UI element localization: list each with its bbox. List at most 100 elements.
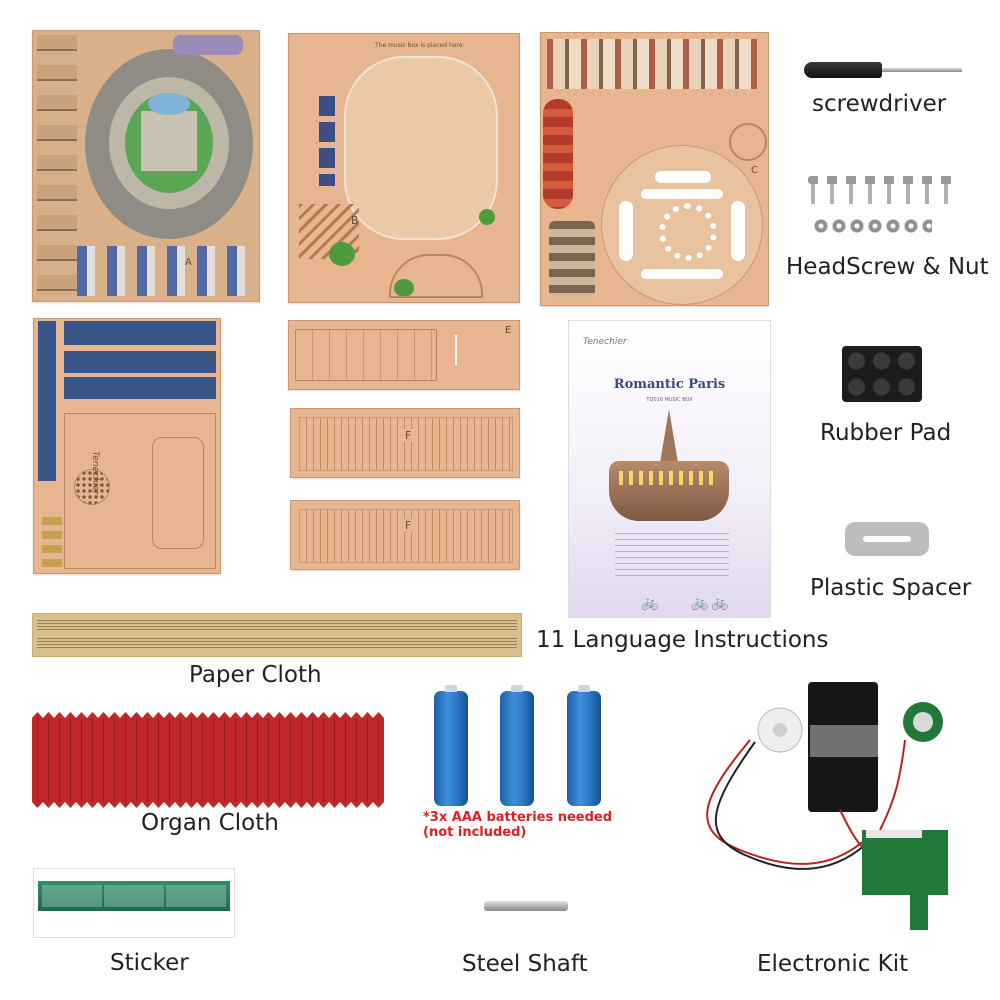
steel-shaft-label: Steel Shaft [462,951,588,977]
garden-path [141,111,197,171]
slot-top [655,171,711,183]
screw-icon [808,176,960,184]
wood-sheet-d: Tenechier D [33,318,221,574]
music-box-image [609,461,729,521]
red-awning [543,99,573,209]
booklet-title: Romantic Paris [613,377,726,392]
sticker-panels [42,885,226,907]
building-strip [37,35,77,295]
battery-note-line1: *3x AAA batteries needed [423,810,613,825]
navy-panel-1 [38,321,56,481]
instruction-booklet: Tenechier Romantic Paris TQ016 MUSIC BOX… [568,320,771,618]
bike-icon: 🚲 [711,595,729,611]
cut-pattern [299,509,513,563]
headscrew-label: HeadScrew & Nut [786,254,989,280]
plastic-spacer-image [845,522,929,556]
wire-bundle [706,739,866,865]
cut-pattern [299,417,513,471]
navy-panel-2 [64,321,216,345]
plastic-spacer-label: Plastic Spacer [810,575,972,601]
speaker-cone [913,712,933,732]
figure-group [549,221,595,297]
gold-pieces [42,517,62,567]
screws-image [808,176,961,206]
motor-hub [773,723,787,737]
carousel-strip [547,39,757,89]
sticker-label: Sticker [110,950,189,976]
slot-left [619,201,633,261]
organ-edge [32,802,384,808]
battery-cap [445,685,457,692]
tree-1 [329,242,355,266]
speaker-grille [74,469,110,505]
navy-panel-4 [64,377,216,399]
sheet-brand: Tenechier [90,451,100,495]
organ-cloth-image [32,712,384,808]
electronic-kit-label: Electronic Kit [757,951,909,977]
pad-bumps [844,348,920,400]
window-cut [455,335,457,365]
electronic-kit-image [706,682,948,930]
sheet-code: E [505,325,512,336]
music-staff [37,620,517,632]
wood-sheet-b: The music box is placed here B [288,33,520,303]
oval-platform [344,56,498,240]
rubber-pad-label: Rubber Pad [820,420,952,446]
slot-top2 [641,189,723,199]
booklet-model: TQ016 MUSIC BOX [646,397,693,403]
sheet-code: C [751,165,758,176]
wood-sheet-e: E [288,320,520,390]
language-list [615,533,729,577]
sticker-image [33,868,235,938]
wood-sheet-f1: F [290,408,520,478]
battery-3 [567,685,601,806]
pcb-board [862,830,948,930]
battery-note: *3x AAA batteries needed (not included) [423,810,612,840]
screwdriver-image [804,60,962,80]
battery-cutout [152,437,204,549]
battery-1 [434,685,468,806]
garden-pond [148,93,190,115]
tree-3 [479,209,495,225]
sheet-code: A [185,257,192,268]
battery-cap [578,685,590,692]
organ-edge [32,712,384,718]
steel-shaft-image [484,901,568,911]
wood-sheet-c: C [540,32,769,306]
organ-cloth-label: Organ Cloth [141,810,279,836]
screwdriver-handle [804,62,882,78]
screw-threads [811,184,961,204]
wire-bundle [714,741,866,870]
rubber-pad-image [842,346,922,402]
sheet-code: D [204,349,213,362]
building-row [77,246,253,296]
music-staff [37,638,517,650]
sheet-code: B [351,214,359,227]
battery-note-line2: (not included) [423,825,527,840]
sheet-code: F [403,429,414,442]
spacer-slot [863,536,911,542]
screwdriver-shaft [882,68,962,72]
nuts-image [812,218,932,234]
screwdriver-label: screwdriver [812,91,947,117]
paper-cloth-image [32,613,522,657]
battery-holder-tape [810,725,878,757]
organ-zigzag [32,712,384,808]
wood-sheet-f2: F [290,500,520,570]
bike-icon: 🚲 [691,595,709,611]
wire-bundle [879,739,906,831]
tower-arches [389,254,483,298]
music-box-lights [619,471,719,485]
purple-flowers [173,35,243,55]
slot-right [731,201,745,261]
slot-bottom [641,269,723,279]
blue-windows [319,96,335,186]
battery-cap [511,685,523,692]
bike-icon: 🚲 [641,595,659,611]
sticker-strip [38,881,230,911]
wood-sheet-a: A [32,30,260,302]
pcb-connector [866,830,922,838]
instructions-label: 11 Language Instructions [536,627,829,653]
battery-2 [500,685,534,806]
paper-cloth-label: Paper Cloth [189,662,322,688]
